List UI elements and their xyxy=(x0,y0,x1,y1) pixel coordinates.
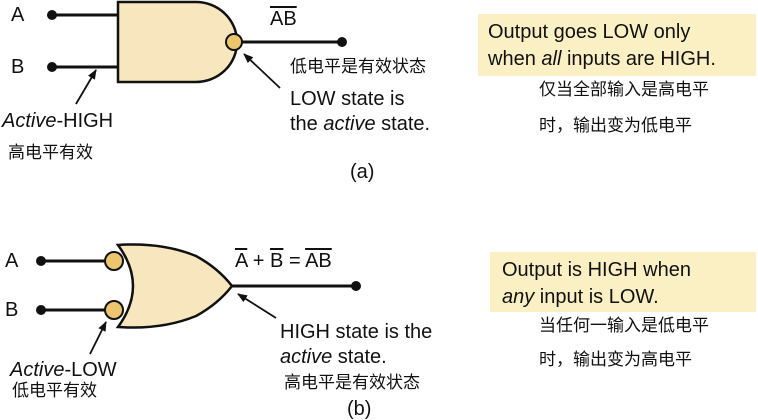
eq-a-bar: A xyxy=(235,250,248,272)
active-low-prefix: Active xyxy=(10,359,65,381)
note-a-line1: Output goes LOW only xyxy=(488,21,691,43)
low-state-text-line1: LOW state is xyxy=(290,88,405,110)
nor-input-b-bubble xyxy=(104,300,124,320)
note-b-line1: Output is HIGH when xyxy=(502,259,691,281)
nand-output-terminal xyxy=(337,37,347,47)
low-state-line2-italic: active xyxy=(323,113,376,135)
nor-input-a-terminal xyxy=(36,256,46,266)
active-high-suffix: -HIGH xyxy=(56,110,114,132)
note-b-line2: any input is LOW. xyxy=(502,287,659,307)
active-low-suffix: -LOW xyxy=(64,359,117,381)
nand-gate-body xyxy=(116,0,239,84)
low-state-arrow xyxy=(243,53,281,89)
note-a-cn-line1: 仅当全部输入是高电平 xyxy=(539,80,709,100)
low-state-line2-post: state. xyxy=(375,113,431,135)
nor-input-a-label: A xyxy=(5,250,19,272)
nand-input-b-label: B xyxy=(11,56,25,78)
eq-equals: = xyxy=(283,250,306,272)
active-high-arrow xyxy=(75,69,97,105)
eq-ab-bar: AB xyxy=(305,250,332,272)
panel-a-graphics xyxy=(47,0,347,105)
nor-output-expression: A + B = AB xyxy=(235,251,332,271)
negative-or-gate-body xyxy=(115,243,234,329)
note-a-line2-italic: all xyxy=(541,48,562,70)
low-state-line2-pre: the xyxy=(290,113,324,135)
nand-input-b-terminal xyxy=(47,62,57,72)
high-state-arrow xyxy=(237,293,277,319)
caption-b: (b) xyxy=(347,398,372,420)
nand-output-expression: AB xyxy=(270,8,297,30)
caption-a: (a) xyxy=(350,161,375,183)
output-active-high-cn: 高电平是有效状态 xyxy=(284,373,420,393)
high-state-text-line2: active state. xyxy=(280,347,387,367)
note-a-line2-post: inputs are HIGH. xyxy=(561,48,716,70)
eq-b-bar: B xyxy=(270,250,284,272)
note-b-cn-line2: 时，输出变为高电平 xyxy=(539,350,692,370)
note-a-line2: when all inputs are HIGH. xyxy=(488,49,716,69)
nor-input-b-label: B xyxy=(5,299,19,321)
active-low-cn: 低电平有效 xyxy=(12,381,97,401)
nand-output-bubble xyxy=(225,33,243,51)
panel-b-graphics xyxy=(36,243,361,355)
eq-plus: + xyxy=(247,250,271,272)
high-state-text-line1: HIGH state is the xyxy=(280,321,433,343)
output-active-low-cn: 低电平是有效状态 xyxy=(290,57,426,77)
active-high-cn: 高电平有效 xyxy=(8,143,93,163)
active-low-label: Active-LOW xyxy=(10,360,117,380)
note-b-line2-post: input is LOW. xyxy=(534,286,659,308)
note-b-cn-line1: 当任何一输入是低电平 xyxy=(539,316,709,336)
nand-input-a-label: A xyxy=(11,4,25,26)
high-state-line2-italic: active xyxy=(280,346,333,368)
high-state-line2-post: state. xyxy=(332,346,387,368)
note-a-box: Output goes LOW only when all inputs are… xyxy=(478,14,756,76)
nor-input-b-terminal xyxy=(36,305,46,315)
nor-output-terminal xyxy=(351,281,361,291)
note-a-cn-line2: 时，输出变为低电平 xyxy=(539,116,692,136)
nand-input-a-terminal xyxy=(47,10,57,20)
note-a-line2-pre: when xyxy=(488,48,542,70)
active-high-prefix: Active xyxy=(2,110,57,132)
low-state-text-line2: the active state. xyxy=(290,114,430,134)
note-b-box: Output is HIGH when any input is LOW. xyxy=(490,252,756,312)
nor-input-a-bubble xyxy=(104,251,124,271)
active-high-label: Active-HIGH xyxy=(2,111,113,131)
note-b-line2-italic: any xyxy=(502,286,535,308)
active-low-arrow xyxy=(89,321,107,355)
